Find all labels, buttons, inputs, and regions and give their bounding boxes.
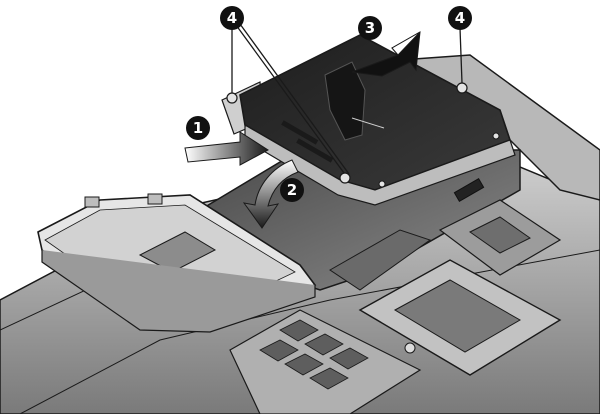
arrow-1: [184, 131, 269, 166]
callout-leaders: [231, 23, 463, 175]
callout-4-left-label: 4: [227, 9, 237, 27]
callout-1-label: 1: [193, 119, 203, 137]
hard-drive-cover: [37, 193, 317, 333]
callout-4-right-label: 4: [455, 9, 465, 27]
callout-2: 2: [280, 178, 304, 202]
memory-modules: [229, 309, 422, 414]
arrow-2: [242, 159, 299, 229]
callout-1: 1: [186, 116, 210, 140]
hard-drive: [221, 34, 516, 206]
system-board: [358, 199, 562, 376]
callout-4-left: 4: [220, 6, 244, 30]
callout-3-label: 3: [365, 19, 375, 37]
callout-3: 3: [358, 16, 382, 40]
callout-4-right: 4: [448, 6, 472, 30]
arrow-3: [351, 31, 421, 77]
callout-2-label: 2: [287, 181, 297, 199]
